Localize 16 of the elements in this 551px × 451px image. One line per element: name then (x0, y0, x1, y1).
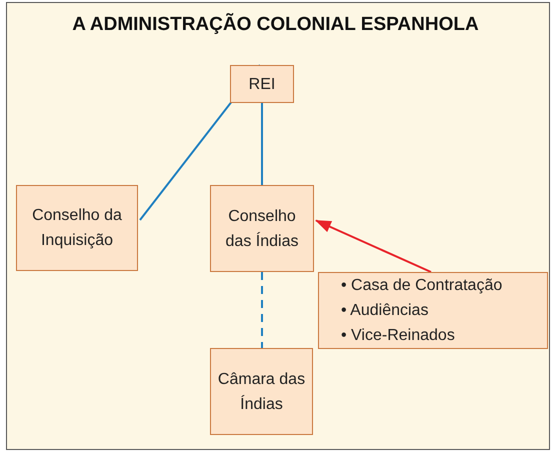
box-label: Câmara das Índias (216, 370, 306, 414)
box (318, 272, 548, 349)
box (16, 185, 138, 271)
box (210, 348, 313, 435)
box-label: Conselho das Índias (224, 206, 300, 252)
arrow (315, 220, 432, 273)
box-label: • Audiências (341, 301, 428, 321)
box-label: Conselho da Inquisição (32, 206, 122, 251)
box-label: • Vice-Reinados (341, 326, 455, 346)
title: A ADMINISTRAÇÃO COLONIAL ESPANHOLA (71, 14, 480, 36)
box-label: REI (248, 74, 276, 94)
connector-line (261, 103, 263, 185)
box-label: • Casa de Contratação (341, 276, 502, 296)
box (230, 65, 294, 103)
connector-line (261, 272, 263, 348)
box (210, 185, 314, 272)
